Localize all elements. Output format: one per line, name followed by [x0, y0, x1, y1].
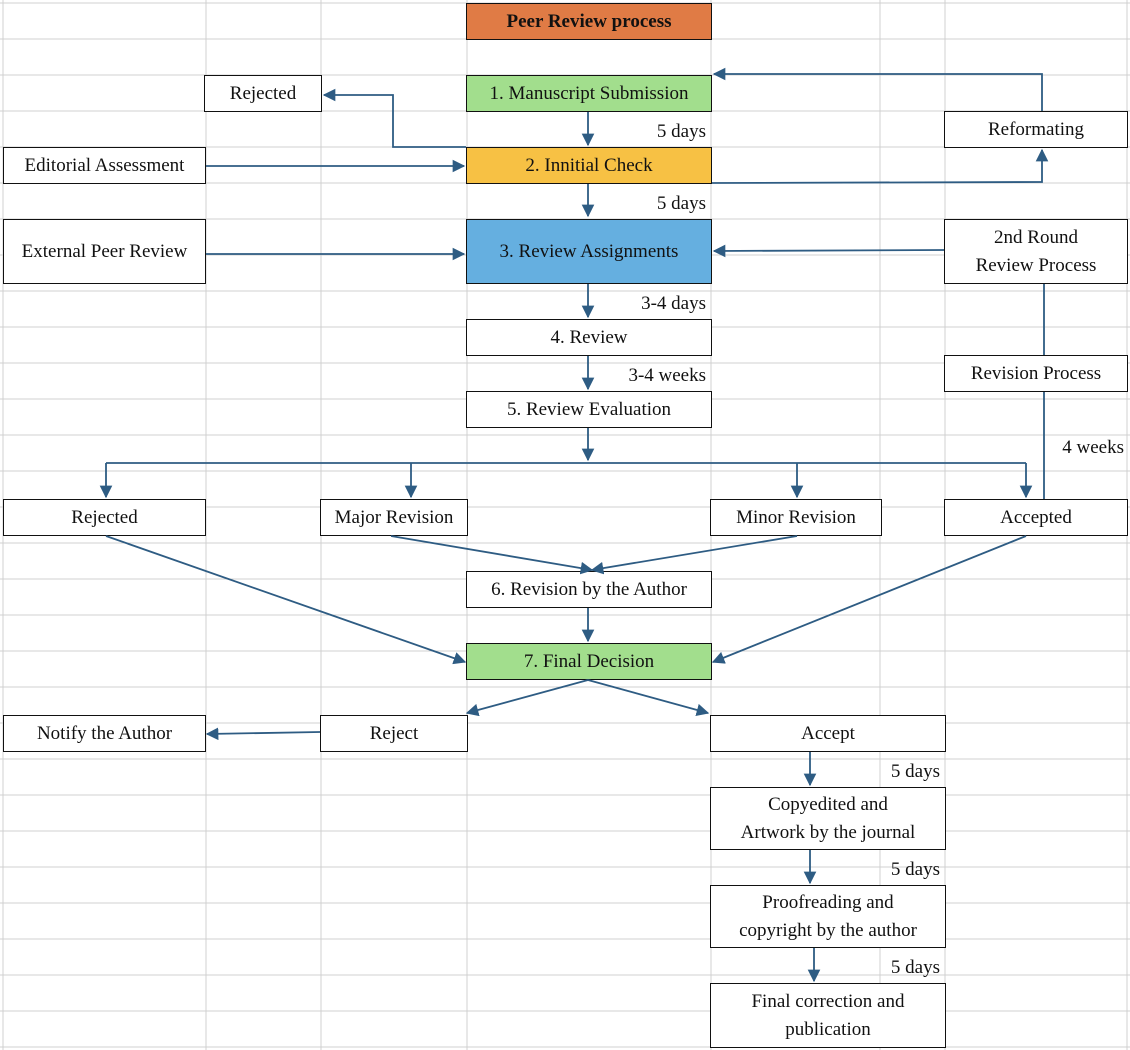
duration-label: 5 days — [890, 957, 940, 978]
minor-revision-box: Minor Revision — [710, 499, 882, 536]
duration-label: 3-4 weeks — [628, 365, 706, 386]
title-box: Peer Review process — [466, 3, 712, 40]
initial-check-box: 2. Innitial Check — [466, 147, 712, 184]
arrow-reject-to-notify — [205, 727, 321, 741]
rejected-initial-box: Rejected — [204, 75, 322, 112]
arrow-minor-to-revision — [590, 535, 798, 575]
final-correction-box: Final correction and publication — [710, 983, 946, 1048]
duration-label: 3-4 days — [641, 293, 706, 314]
major-revision-box: Major Revision — [320, 499, 468, 536]
arrow-rejected-to-final — [105, 535, 467, 665]
duration-label: 5 days — [656, 193, 706, 214]
manuscript-submission-box: 1. Manuscript Submission — [466, 75, 712, 112]
accepted-box: Accepted — [944, 499, 1128, 536]
duration-label: 5 days — [656, 121, 706, 142]
second-round-review-box: 2nd Round Review Process — [944, 219, 1128, 284]
review-box: 4. Review — [466, 319, 712, 356]
arrow-second-round-to-assignments — [712, 244, 945, 258]
arrow-reformating-to-submission — [712, 67, 1043, 111]
duration-label: 5 days — [890, 761, 940, 782]
arrow-final-to-accept — [587, 679, 710, 717]
review-assignments-box: 3. Review Assignments — [466, 219, 712, 284]
duration-label: 5 days — [890, 859, 940, 880]
arrow-major-to-revision — [390, 535, 594, 575]
notify-author-box: Notify the Author — [3, 715, 206, 752]
proofreading-box: Proofreading and copyright by the author — [710, 885, 946, 948]
reformating-box: Reformating — [944, 111, 1128, 148]
reject-box: Reject — [320, 715, 468, 752]
arrow-check-to-reformating — [711, 148, 1049, 184]
arrow-check-to-rejected — [322, 88, 466, 148]
arrow-final-to-reject — [465, 679, 589, 717]
editorial-assessment-box: Editorial Assessment — [3, 147, 206, 184]
copyedited-box: Copyedited and Artwork by the journal — [710, 787, 946, 850]
revision-process-box: Revision Process — [944, 355, 1128, 392]
duration-label: 4 weeks — [1062, 437, 1124, 458]
external-peer-review-box: External Peer Review — [3, 219, 206, 284]
arrow-accepted-to-final — [711, 535, 1027, 664]
rejected-box: Rejected — [3, 499, 206, 536]
review-evaluation-box: 5. Review Evaluation — [466, 391, 712, 428]
accept-box: Accept — [710, 715, 946, 752]
